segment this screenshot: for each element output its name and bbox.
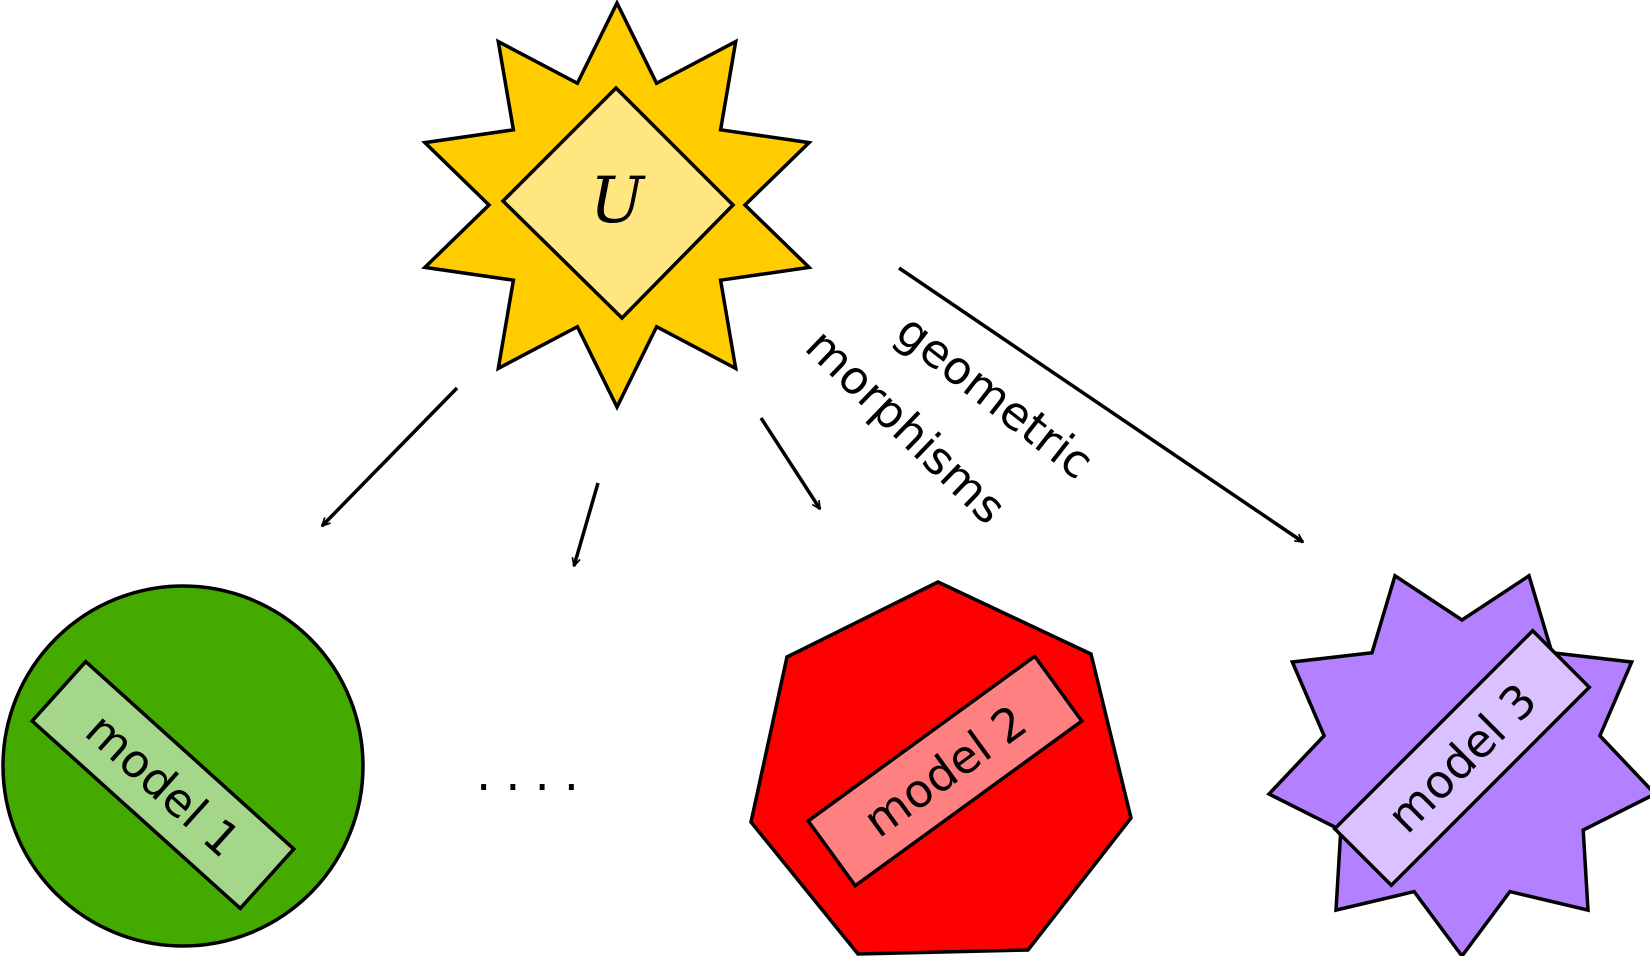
model-3-node: model 3	[1266, 573, 1650, 956]
universe-label: U	[590, 164, 646, 238]
universe-node: U	[421, 0, 813, 411]
morphism-arrows	[322, 266, 1303, 566]
model-1-node: model 1	[1, 584, 365, 948]
universe-diamond-shape	[500, 85, 736, 321]
ellipsis: ....	[476, 746, 593, 802]
arrow-to-ellipsis	[574, 482, 600, 566]
arrow-to-model-2	[759, 417, 822, 509]
arrow-to-model-1	[322, 386, 459, 526]
model-1-label-box	[29, 659, 297, 911]
arrow-to-model-3	[898, 266, 1303, 544]
edge-label: geometric morphisms	[795, 303, 1103, 534]
model-2-node: model 2	[749, 580, 1133, 956]
model-2-label-box	[805, 653, 1085, 889]
model-3-label-box	[1332, 628, 1592, 888]
